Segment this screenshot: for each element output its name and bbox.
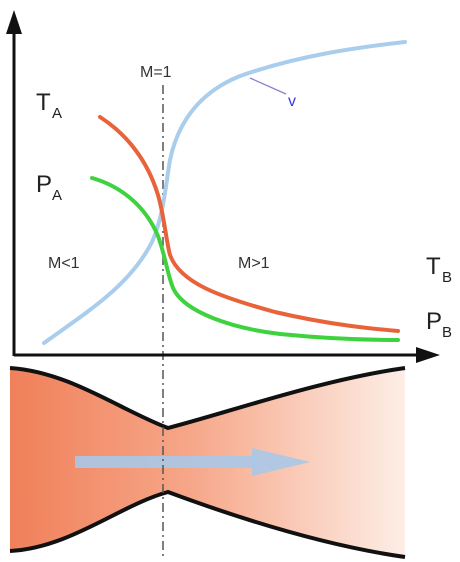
svg-text:P: P: [426, 308, 442, 335]
label-velocity: v: [288, 93, 296, 110]
label-inlet-pressure: P A: [36, 171, 62, 204]
velocity-curve: [42, 40, 407, 345]
svg-text:P: P: [36, 171, 52, 198]
label-inlet-temperature: T A: [36, 89, 62, 122]
label-outlet-temperature: T B: [426, 253, 452, 286]
svg-text:T: T: [36, 89, 51, 116]
label-subsonic: M<1: [48, 255, 80, 272]
svg-text:A: A: [52, 105, 62, 122]
flow-arrow: [75, 448, 310, 476]
label-outlet-pressure: P B: [426, 308, 452, 341]
nozzle-upper-wall: [9, 366, 406, 431]
axes: [6, 10, 440, 363]
svg-text:A: A: [52, 187, 62, 204]
label-throat: M=1: [140, 64, 172, 81]
label-supersonic: M>1: [238, 255, 270, 272]
svg-text:B: B: [442, 324, 452, 341]
nozzle-lower-wall: [9, 489, 406, 559]
svg-text:B: B: [442, 269, 452, 286]
velocity-leader-line: [249, 77, 287, 95]
svg-text:T: T: [426, 253, 441, 280]
pressure-curve: [90, 176, 400, 342]
temperature-curve: [98, 115, 400, 333]
